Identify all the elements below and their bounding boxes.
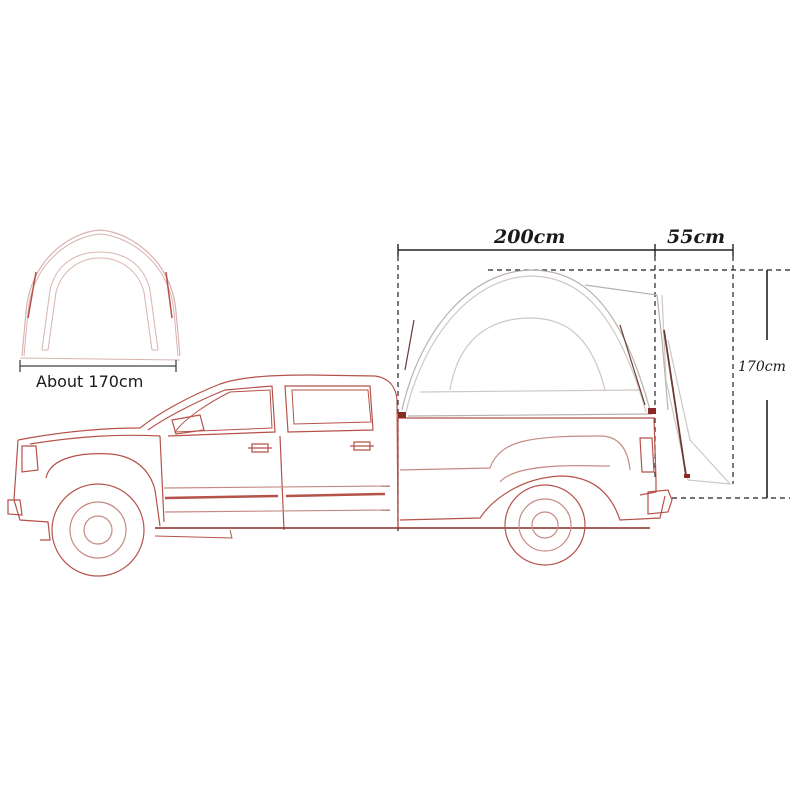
height-label: 170cm <box>738 359 786 375</box>
top-dimension-lines <box>397 244 790 532</box>
front-width-label: About 170cm <box>36 372 144 391</box>
bed-length-label: 200cm <box>494 226 566 248</box>
overhang-length-label: 55cm <box>667 226 726 248</box>
front-width-dimension-line <box>19 360 177 372</box>
pickup-truck-icon <box>7 374 673 577</box>
front-view-tent-icon <box>19 229 181 361</box>
bed-tent-icon <box>398 269 732 485</box>
